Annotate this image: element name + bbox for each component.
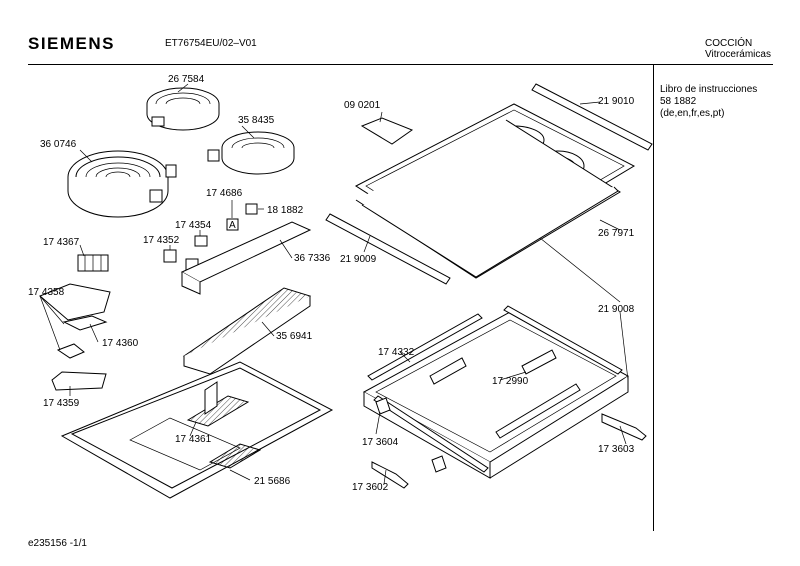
- lower-frame-drawing: [362, 305, 629, 479]
- part-label-174367: 17 4367: [43, 237, 80, 248]
- manual-languages: (de,en,fr,es,pt): [660, 108, 725, 119]
- part-label-358435: 35 8435: [238, 115, 275, 126]
- part-label-181882: 18 1882: [267, 205, 304, 216]
- part-label-173602: 17 3602: [352, 482, 389, 493]
- bracket-090201-drawing: [360, 117, 414, 145]
- heater-large-drawing: [67, 150, 177, 218]
- part-label-219009: 21 9009: [340, 254, 377, 265]
- heater-medium-drawing: [146, 87, 220, 131]
- part-label-173604: 17 3604: [362, 437, 399, 448]
- part-label-173603: 17 3603: [598, 444, 635, 455]
- part-label-174358: 17 4358: [28, 287, 65, 298]
- part-label-215686: 21 5686: [254, 476, 291, 487]
- part-label-174352: 17 4352: [143, 235, 180, 246]
- part-label-174359: 17 4359: [43, 398, 80, 409]
- part-label-174686: 17 4686: [206, 188, 243, 199]
- part-label-219010: 21 9010: [598, 96, 635, 107]
- part-label-174361: 17 4361: [175, 434, 212, 445]
- heater-small-drawing: [207, 131, 295, 175]
- model-number: ET76754EU/02–V01: [165, 38, 257, 49]
- part-label-367336: 36 7336: [294, 253, 331, 264]
- part-label-219008: 21 9008: [598, 304, 635, 315]
- header-divider: [28, 64, 773, 65]
- leader-lines: [39, 83, 629, 485]
- frame-clips-drawing: [371, 397, 647, 489]
- small-components-drawing: A: [39, 203, 312, 391]
- part-label-090201: 09 0201: [344, 100, 381, 111]
- part-label-174354: 17 4354: [175, 220, 212, 231]
- sidebar-divider: [653, 64, 654, 531]
- glass-seal-drawings: [325, 83, 653, 285]
- manual-number: 58 1882: [660, 96, 697, 107]
- part-label-172990: 17 2990: [492, 376, 529, 387]
- manual-title: Libro de instrucciones: [660, 84, 758, 95]
- part-label-267971: 26 7971: [598, 228, 635, 239]
- part-label-267584: 26 7584: [168, 74, 205, 85]
- part-label-356941: 35 6941: [276, 331, 313, 342]
- bottom-tray-drawing: [60, 361, 334, 499]
- category-title: COCCIÓN: [705, 38, 753, 49]
- document-id: e235156 -1/1: [28, 538, 87, 549]
- brand-logo: SIEMENS: [28, 34, 116, 53]
- category-subtitle: Vitrocerámicas: [705, 49, 771, 60]
- box-mark-a: A: [229, 220, 236, 231]
- part-label-174360: 17 4360: [102, 338, 139, 349]
- part-label-360746: 36 0746: [40, 139, 77, 150]
- part-label-174332: 17 4332: [378, 347, 415, 358]
- part-labels: 26 7584 35 8435 36 0746 17 4686 18 1882 …: [28, 74, 635, 493]
